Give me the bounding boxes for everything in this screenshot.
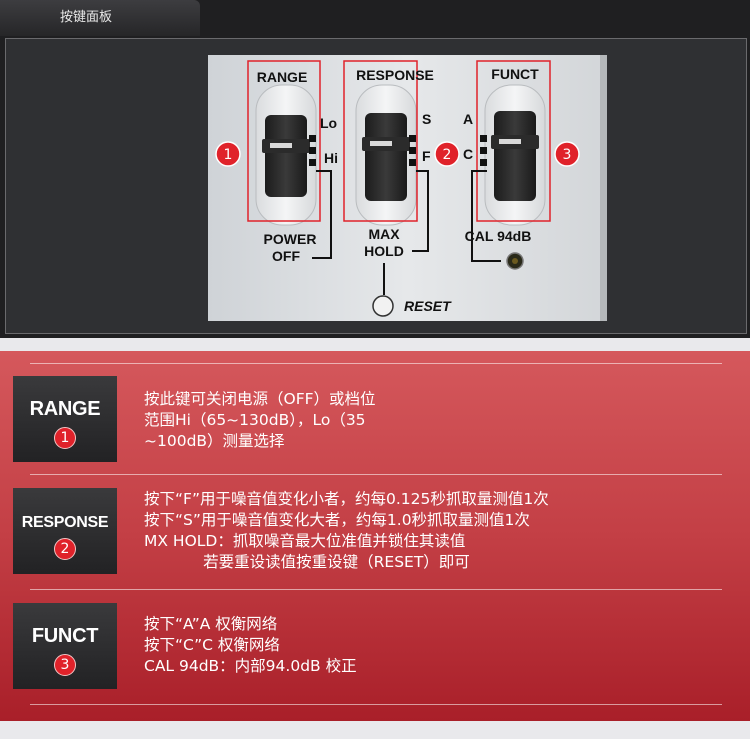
hi-label: Hi [324, 150, 338, 166]
funct-key-name: FUNCT [31, 625, 99, 647]
funct-switch[interactable] [484, 84, 546, 226]
range-desc-line: ~100dB）测量选择 [144, 432, 285, 450]
power-label: POWER [264, 231, 317, 247]
range-key-name: RANGE [29, 398, 101, 420]
svg-text:2: 2 [443, 147, 452, 163]
range-desc-line: 按此键可关闭电源（OFF）或档位 [144, 390, 376, 408]
range-switch[interactable] [255, 84, 317, 226]
response-label: RESPONSE [356, 67, 434, 83]
funct-highlight [476, 60, 551, 222]
tab-key-panel[interactable]: 按键面板 [0, 0, 200, 36]
funct-desc-line: CAL 94dB：内部94.0dB 校正 [144, 657, 357, 675]
row-funct: FUNCT 3 按下“A”A 权衡网络 按下“C”C 权衡网络 CAL 94dB… [13, 603, 723, 689]
divider [30, 474, 722, 475]
c-label: C [463, 146, 473, 162]
device-panel-photo: RANGE RESPONSE FUNCT Lo Hi S F A C POWER… [208, 55, 607, 321]
max-label: MAX [368, 226, 400, 242]
response-switch[interactable] [355, 84, 417, 226]
divider [30, 704, 722, 705]
response-key-name: RESPONSE [21, 514, 109, 531]
funct-description: 按下“A”A 权衡网络 按下“C”C 权衡网络 CAL 94dB：内部94.0d… [144, 614, 357, 677]
hold-label: HOLD [364, 243, 404, 259]
response-desc-line: 若要重设读值按重设键（RESET）即可 [144, 553, 470, 571]
response-highlight [343, 60, 418, 222]
response-desc-line: 按下“S”用于噪音值变化大者，约每1.0秒抓取量测值1次 [144, 511, 530, 529]
description-section: RANGE 1 按此键可关闭电源（OFF）或档位 范围Hi（65~130dB），… [0, 351, 750, 721]
reset-label: RESET [404, 298, 452, 314]
svg-text:3: 3 [563, 147, 572, 163]
response-description: 按下“F”用于噪音值变化小者，约每0.125秒抓取量测值1次 按下“S”用于噪音… [144, 489, 549, 573]
badge-3: 3 [554, 141, 580, 167]
off-label: OFF [272, 248, 300, 264]
s-label: S [422, 111, 431, 127]
response-desc-line: 按下“F”用于噪音值变化小者，约每0.125秒抓取量测值1次 [144, 490, 549, 508]
response-desc-line: MX HOLD：抓取噪音最大位准值并锁住其读值 [144, 532, 466, 550]
response-key-badge: 2 [54, 538, 76, 560]
f-label: F [422, 148, 431, 164]
divider [30, 363, 722, 364]
funct-desc-line: 按下“C”C 权衡网络 [144, 636, 280, 654]
range-description: 按此键可关闭电源（OFF）或档位 范围Hi（65~130dB），Lo（35 ~1… [144, 389, 376, 452]
badge-2: 2 [434, 141, 460, 167]
a-label: A [463, 111, 473, 127]
response-key-tile: RESPONSE 2 [13, 488, 117, 574]
row-response: RESPONSE 2 按下“F”用于噪音值变化小者，约每0.125秒抓取量测值1… [13, 488, 723, 574]
cal-label: CAL 94dB [465, 228, 532, 244]
funct-desc-line: 按下“A”A 权衡网络 [144, 615, 278, 633]
reset-button[interactable] [372, 295, 394, 317]
page-bottom [0, 721, 750, 739]
divider [30, 589, 722, 590]
tab-label: 按键面板 [60, 10, 113, 25]
lo-label: Lo [320, 115, 337, 131]
badge-1: 1 [215, 141, 241, 167]
panel-section: 按键面板 [0, 0, 750, 338]
funct-key-tile: FUNCT 3 [13, 603, 117, 689]
range-label: RANGE [257, 69, 308, 85]
range-key-badge: 1 [54, 427, 76, 449]
svg-text:1: 1 [224, 147, 233, 163]
range-highlight [247, 60, 321, 222]
row-range: RANGE 1 按此键可关闭电源（OFF）或档位 范围Hi（65~130dB），… [13, 376, 723, 462]
range-key-tile: RANGE 1 [13, 376, 117, 462]
funct-label: FUNCT [491, 66, 539, 82]
funct-key-badge: 3 [54, 654, 76, 676]
range-desc-line: 范围Hi（65~130dB），Lo（35 [144, 411, 366, 429]
